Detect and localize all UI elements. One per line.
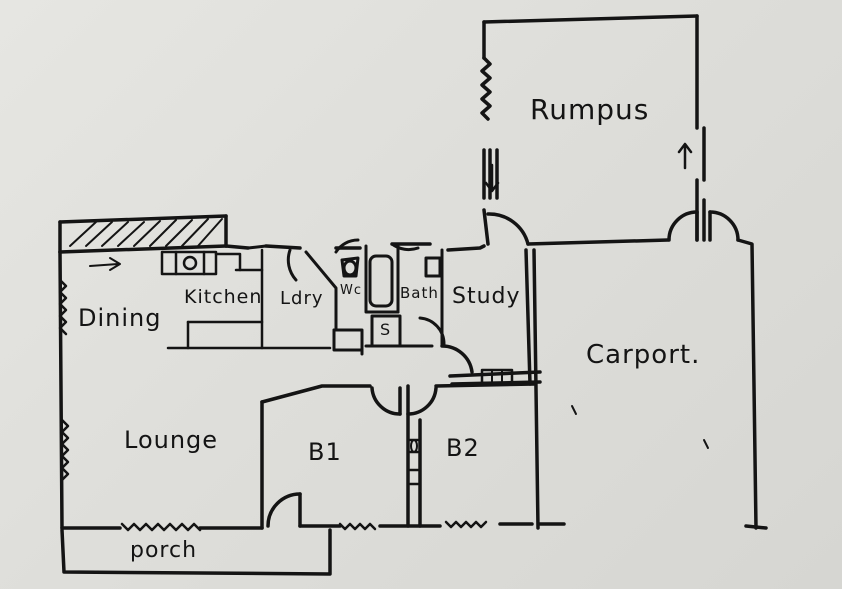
kitchen-fixtures <box>160 248 332 350</box>
room-label-b1: B1 <box>308 438 342 466</box>
bedroom-walls <box>260 382 536 530</box>
window-hatching <box>69 218 223 271</box>
rumpus-doors <box>486 198 740 246</box>
room-label-study: Study <box>452 284 521 309</box>
room-label-carport: Carport. <box>586 340 701 370</box>
porch-outline <box>60 528 332 576</box>
study-walls <box>440 248 542 530</box>
room-label-dining: Dining <box>78 304 162 332</box>
room-label-porch: porch <box>130 538 198 563</box>
room-label-rumpus: Rumpus <box>530 93 650 126</box>
room-label-ldry: Ldry <box>280 288 324 309</box>
rumpus-walls <box>480 14 706 246</box>
room-label-b2: B2 <box>446 434 480 462</box>
room-label-lounge: Lounge <box>124 426 219 454</box>
fixture-label-shower: S <box>380 320 392 339</box>
room-label-wc: Wc <box>340 283 363 298</box>
room-label-kitchen: Kitchen <box>184 286 263 308</box>
room-label-bath: Bath <box>400 284 439 302</box>
rumpus-sliding-arrows <box>484 142 693 193</box>
window-squiggles <box>58 278 488 532</box>
wet-area <box>246 238 446 356</box>
carport-marks <box>571 405 709 449</box>
main-outer-walls <box>58 214 768 530</box>
